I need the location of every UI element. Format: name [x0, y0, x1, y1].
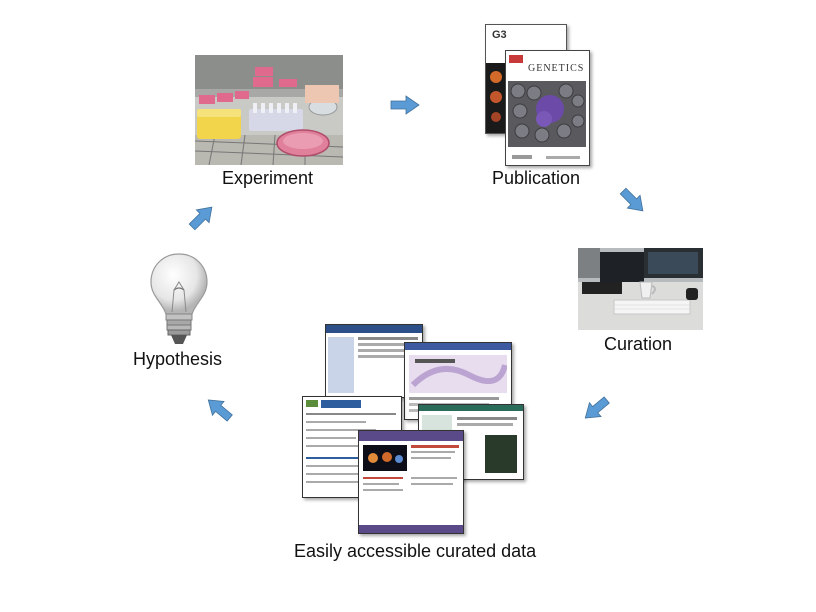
- curation-label: Curation: [604, 334, 673, 354]
- experiment-label: Experiment: [222, 168, 314, 188]
- lightbulb-icon: [150, 253, 208, 344]
- genetics-journal-cover: GENETICS: [505, 50, 590, 166]
- genetics-title: GENETICS: [528, 63, 585, 74]
- publication-label: Publication: [492, 168, 581, 188]
- journal-covers: G3 GENETICS: [485, 24, 591, 168]
- arrow-hypothesis-to-experiment-icon: [188, 206, 213, 231]
- g3-title: G3: [492, 29, 507, 41]
- curation-desk-photo: [578, 248, 703, 330]
- arrow-data-to-hypothesis-icon: [207, 399, 233, 422]
- yeast-genome-site: [358, 430, 464, 534]
- curated-data-label: Easily accessible curated data: [294, 541, 537, 561]
- hypothesis-label: Hypothesis: [133, 349, 223, 369]
- experiment-lab-photo: [195, 55, 343, 165]
- database-websites-collage: [300, 322, 525, 534]
- arrow-experiment-to-publication-icon: [390, 95, 420, 115]
- arrow-curation-to-data-icon: [584, 396, 610, 419]
- arrow-publication-to-curation-icon: [619, 187, 644, 212]
